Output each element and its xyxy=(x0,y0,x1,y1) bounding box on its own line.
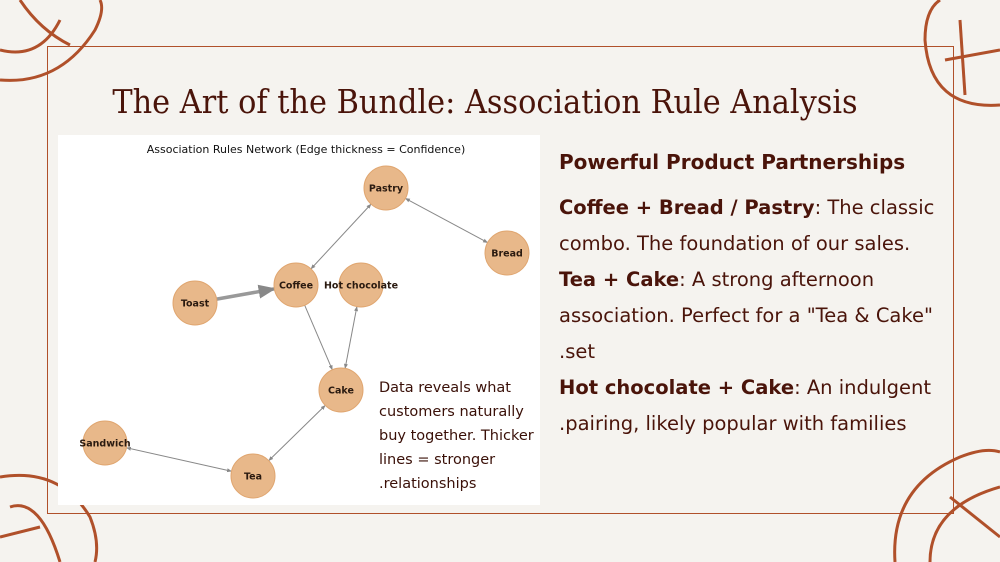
pastry-illustration-top-right xyxy=(923,0,1000,107)
edge-hot-chocolate-cake xyxy=(343,306,359,369)
slide-title: The Art of the Bundle: Association Rule … xyxy=(112,82,858,121)
node-bread xyxy=(484,230,530,276)
partnership-item: Tea + Cake: A strong afternoon associati… xyxy=(559,262,939,370)
partnership-item: Coffee + Bread / Pastry: The classic com… xyxy=(559,190,939,262)
node-label-sandwich: Sandwich xyxy=(79,439,130,450)
item-text: : An indulgent .pairing, likely popular … xyxy=(559,376,932,435)
chart-caption: Data reveals what customers naturally bu… xyxy=(379,380,534,492)
node-cake xyxy=(318,367,364,413)
partnerships-panel: Powerful Product Partnerships Coffee + B… xyxy=(559,146,939,442)
chart-title: Association Rules Network (Edge thicknes… xyxy=(147,143,466,156)
association-network-chart: Association Rules Network (Edge thicknes… xyxy=(79,143,530,499)
pastry-illustration-bottom-left xyxy=(0,473,99,562)
node-hot-chocolate xyxy=(338,262,384,308)
edge-pastry-coffee xyxy=(310,203,372,270)
edge-pastry-bread xyxy=(404,197,489,244)
edge-sandwich-tea xyxy=(125,446,233,473)
node-pastry xyxy=(363,165,409,211)
item-text: : The classic combo. The foundation of o… xyxy=(559,196,935,255)
item-bold: Tea + Cake xyxy=(559,268,680,291)
item-bold: Hot chocolate + Cake xyxy=(559,376,795,399)
pastry-illustration-top-left xyxy=(0,0,104,82)
node-coffee xyxy=(273,262,319,308)
node-label-hot-chocolate: Hot chocolate xyxy=(324,281,398,292)
node-label-cake: Cake xyxy=(328,386,354,397)
item-bold: Coffee + Bread / Pastry xyxy=(559,196,815,219)
slide-frame xyxy=(47,46,954,514)
node-label-toast: Toast xyxy=(181,299,210,310)
node-toast xyxy=(172,280,218,326)
chart-panel: Association Rules Network (Edge thicknes… xyxy=(58,135,540,505)
pastry-illustration-bottom-right xyxy=(893,448,1000,562)
edge-coffee-cake xyxy=(304,305,333,371)
partnership-item: Hot chocolate + Cake: An indulgent .pair… xyxy=(559,370,939,442)
item-text: : A strong afternoon association. Perfec… xyxy=(559,268,933,363)
node-label-coffee: Coffee xyxy=(279,281,313,292)
node-tea xyxy=(230,453,276,499)
node-label-pastry: Pastry xyxy=(369,184,404,195)
node-label-bread: Bread xyxy=(491,249,523,260)
node-sandwich xyxy=(82,420,128,466)
node-label-tea: Tea xyxy=(244,472,262,483)
edge-cake-tea xyxy=(268,405,326,461)
edge-toast-coffee xyxy=(216,284,277,301)
partnerships-heading: Powerful Product Partnerships xyxy=(559,150,906,174)
